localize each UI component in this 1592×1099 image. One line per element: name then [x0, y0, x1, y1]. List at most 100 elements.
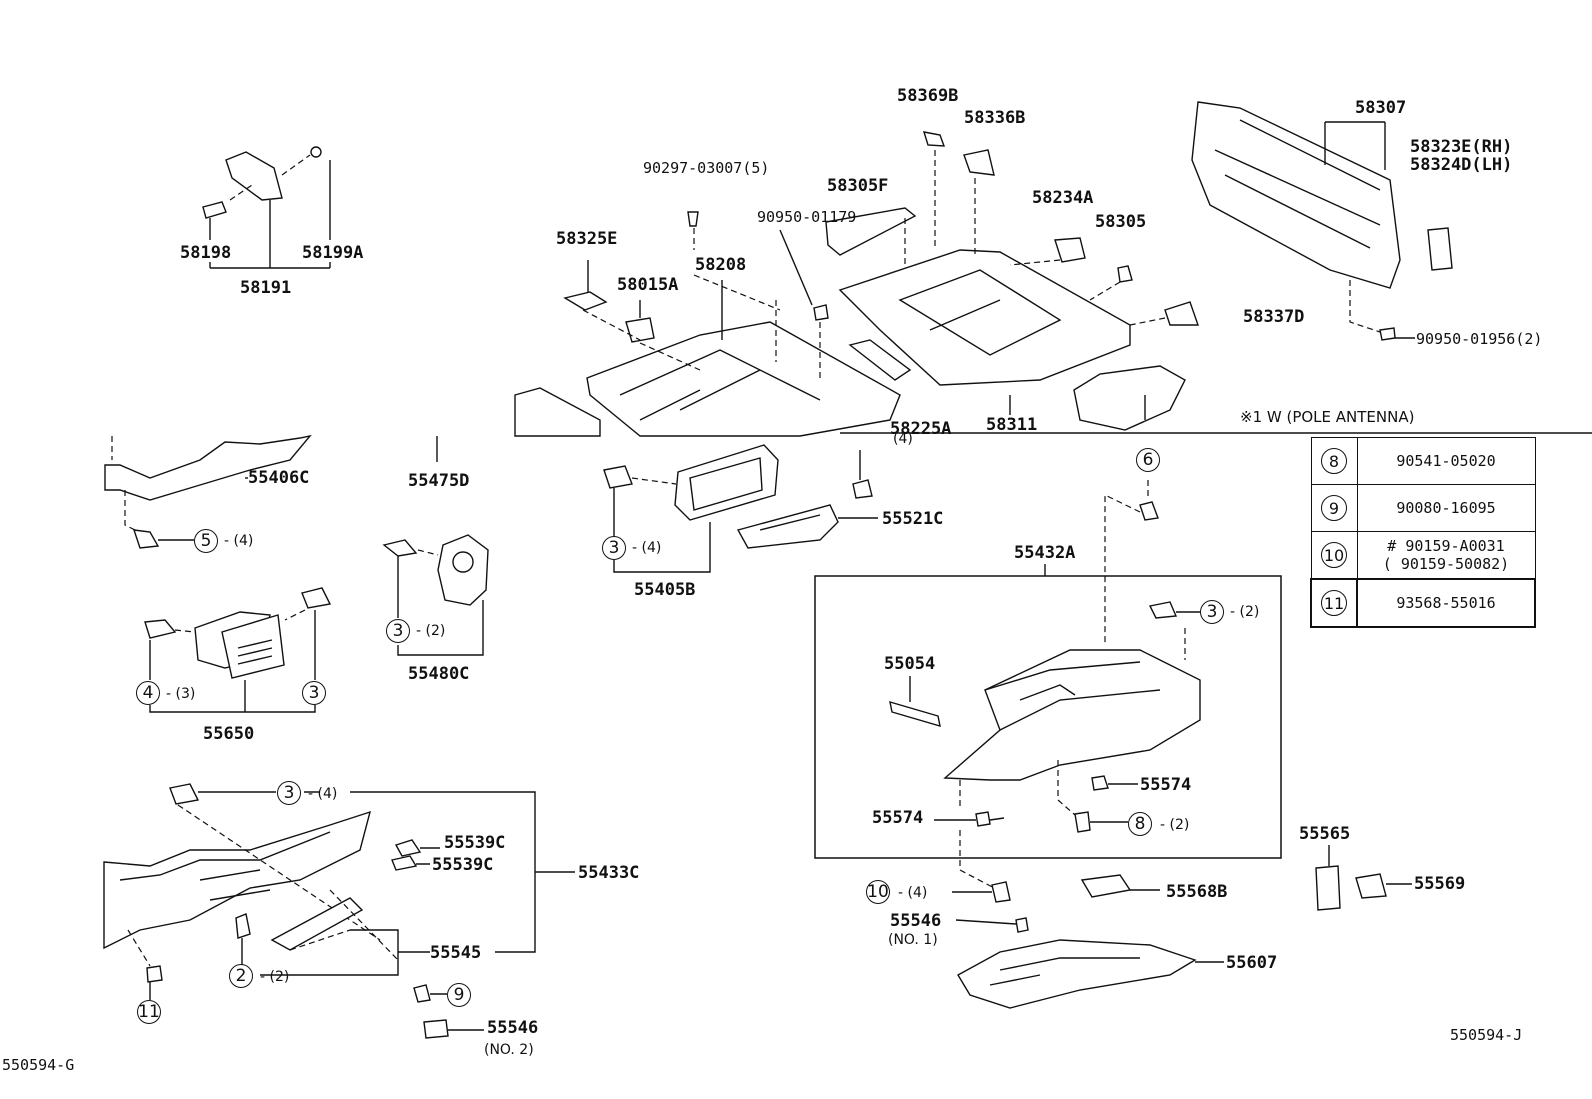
clip-55569 — [1355, 873, 1387, 899]
rear-panel — [1073, 365, 1186, 431]
bolt-58198 — [202, 201, 227, 219]
diagram-code-right: 550594-J — [1450, 1026, 1523, 1044]
qty-2-2: - (2) — [260, 969, 290, 985]
damper-55574a — [1091, 775, 1109, 791]
qty-4-55405B: - (4) — [632, 540, 662, 556]
label-90950-01179: 90950-01179 — [757, 208, 857, 226]
plug-58325E — [563, 291, 608, 311]
bracket-58225A — [848, 339, 912, 381]
label-90950-01956: 90950-01956(2) — [1416, 330, 1543, 348]
bracket-58337D — [1164, 301, 1199, 326]
nut-58305 — [1117, 265, 1133, 283]
label-58311: 58311 — [986, 415, 1038, 435]
callout-3-55433C: 3 — [277, 781, 301, 805]
bracket-58369B — [922, 131, 946, 147]
duct-55406C — [104, 434, 312, 501]
qty-value: (4) — [641, 540, 662, 556]
label-55521C: 55521C — [882, 509, 944, 529]
label-55574b: 55574 — [872, 808, 924, 828]
table-value: 93568-55016 — [1356, 578, 1536, 628]
qty-4-55433C: - (4) — [308, 786, 338, 802]
member-58305F — [825, 207, 917, 256]
note-55546-no1: (NO. 1) — [888, 932, 938, 948]
table-key: 11 — [1321, 590, 1347, 616]
table-key: 10 — [1321, 542, 1347, 568]
clip-55568B — [1080, 874, 1132, 898]
label-55539Ca: 55539C — [444, 833, 506, 853]
qty-value: (2) — [1169, 817, 1190, 833]
label-58325E: 58325E — [556, 229, 618, 249]
table-value-line1: # 90159-A0031 — [1387, 537, 1505, 555]
pad-58015A — [625, 317, 655, 343]
callout-3-55405B: 3 — [602, 536, 626, 560]
table-row: 11 93568-55016 — [1310, 578, 1536, 628]
qty-value: (4) — [233, 533, 254, 549]
label-58336B: 58336B — [964, 108, 1026, 128]
label-55539Cb: 55539C — [432, 855, 494, 875]
panel-55521C — [736, 504, 839, 549]
callout-11: 11 — [137, 1000, 161, 1024]
label-58191: 58191 — [240, 278, 292, 298]
cover-55545 — [270, 897, 364, 951]
rear-floor-58311 — [838, 249, 1131, 386]
clip-3-glovebox — [1148, 601, 1178, 619]
callout-5: 5 — [194, 529, 218, 553]
label-90297: 90297-03007(5) — [643, 159, 770, 177]
assembly-box-55432A — [814, 575, 1282, 859]
table-value-line2: ( 90159-50082) — [1382, 555, 1510, 573]
table-row: 9 90080-16095 — [1310, 484, 1536, 532]
label-58305F: 58305F — [827, 176, 889, 196]
clip — [852, 479, 873, 499]
plug-90950-01179 — [813, 304, 829, 321]
qty-4-10: - (4) — [898, 885, 928, 901]
bolt-90297 — [687, 211, 699, 227]
qty-2-8: - (2) — [1160, 817, 1190, 833]
qty-2-55480C: - (2) — [416, 623, 446, 639]
undercover-55607 — [957, 939, 1197, 1009]
callout-10: 10 — [866, 880, 890, 904]
label-58369B: 58369B — [897, 86, 959, 106]
label-55569: 55569 — [1414, 874, 1466, 894]
clip-55539Cb — [391, 855, 418, 871]
label-55565: 55565 — [1299, 824, 1351, 844]
label-55650: 55650 — [203, 724, 255, 744]
label-58323E: 58323E(RH) — [1410, 137, 1513, 157]
callout-3-55650: 3 — [302, 681, 326, 705]
bolt-8 — [1074, 811, 1091, 833]
qty-2-glovebox: - (2) — [1230, 604, 1260, 620]
qty-value: (4) — [317, 786, 338, 802]
cover-55565 — [1315, 865, 1341, 911]
bolt-11 — [146, 965, 163, 983]
table-value: # 90159-A0031( 90159-50082) — [1356, 531, 1536, 580]
qty-value: (2) — [1239, 604, 1260, 620]
label-58199A: 58199A — [302, 243, 364, 263]
side-rail — [514, 387, 601, 437]
bracket-58191 — [225, 151, 283, 201]
label-55475D: 55475D — [408, 471, 470, 491]
table-key: 9 — [1321, 495, 1347, 521]
screw-6 — [1139, 501, 1159, 521]
label-55480C: 55480C — [408, 664, 470, 684]
qty-3-55650: - (3) — [166, 686, 196, 702]
clip-55546-no2 — [423, 1019, 449, 1039]
clip-5 — [132, 529, 160, 549]
label-55546-no1: 55546 — [890, 911, 942, 931]
label-55054: 55054 — [884, 654, 936, 674]
qty-value: (2) — [269, 969, 290, 985]
clip-2 — [235, 913, 251, 939]
label-55545: 55545 — [430, 943, 482, 963]
label-58015A: 58015A — [617, 275, 679, 295]
label-55406C: 55406C — [248, 468, 310, 488]
bracket-58234A — [1054, 237, 1086, 263]
label-55607: 55607 — [1226, 953, 1278, 973]
label-58234A: 58234A — [1032, 188, 1094, 208]
callout-4-55650: 4 — [136, 681, 160, 705]
callout-6: 6 — [1136, 448, 1160, 472]
panel-55433C — [103, 810, 372, 950]
label-55433C: 55433C — [578, 863, 640, 883]
bracket-58336B — [963, 149, 995, 176]
plug-90950-01956 — [1379, 327, 1396, 341]
label-55546-no2: 55546 — [487, 1018, 539, 1038]
clip-3-55433C — [169, 783, 200, 805]
qty-4-5: - (4) — [224, 533, 254, 549]
